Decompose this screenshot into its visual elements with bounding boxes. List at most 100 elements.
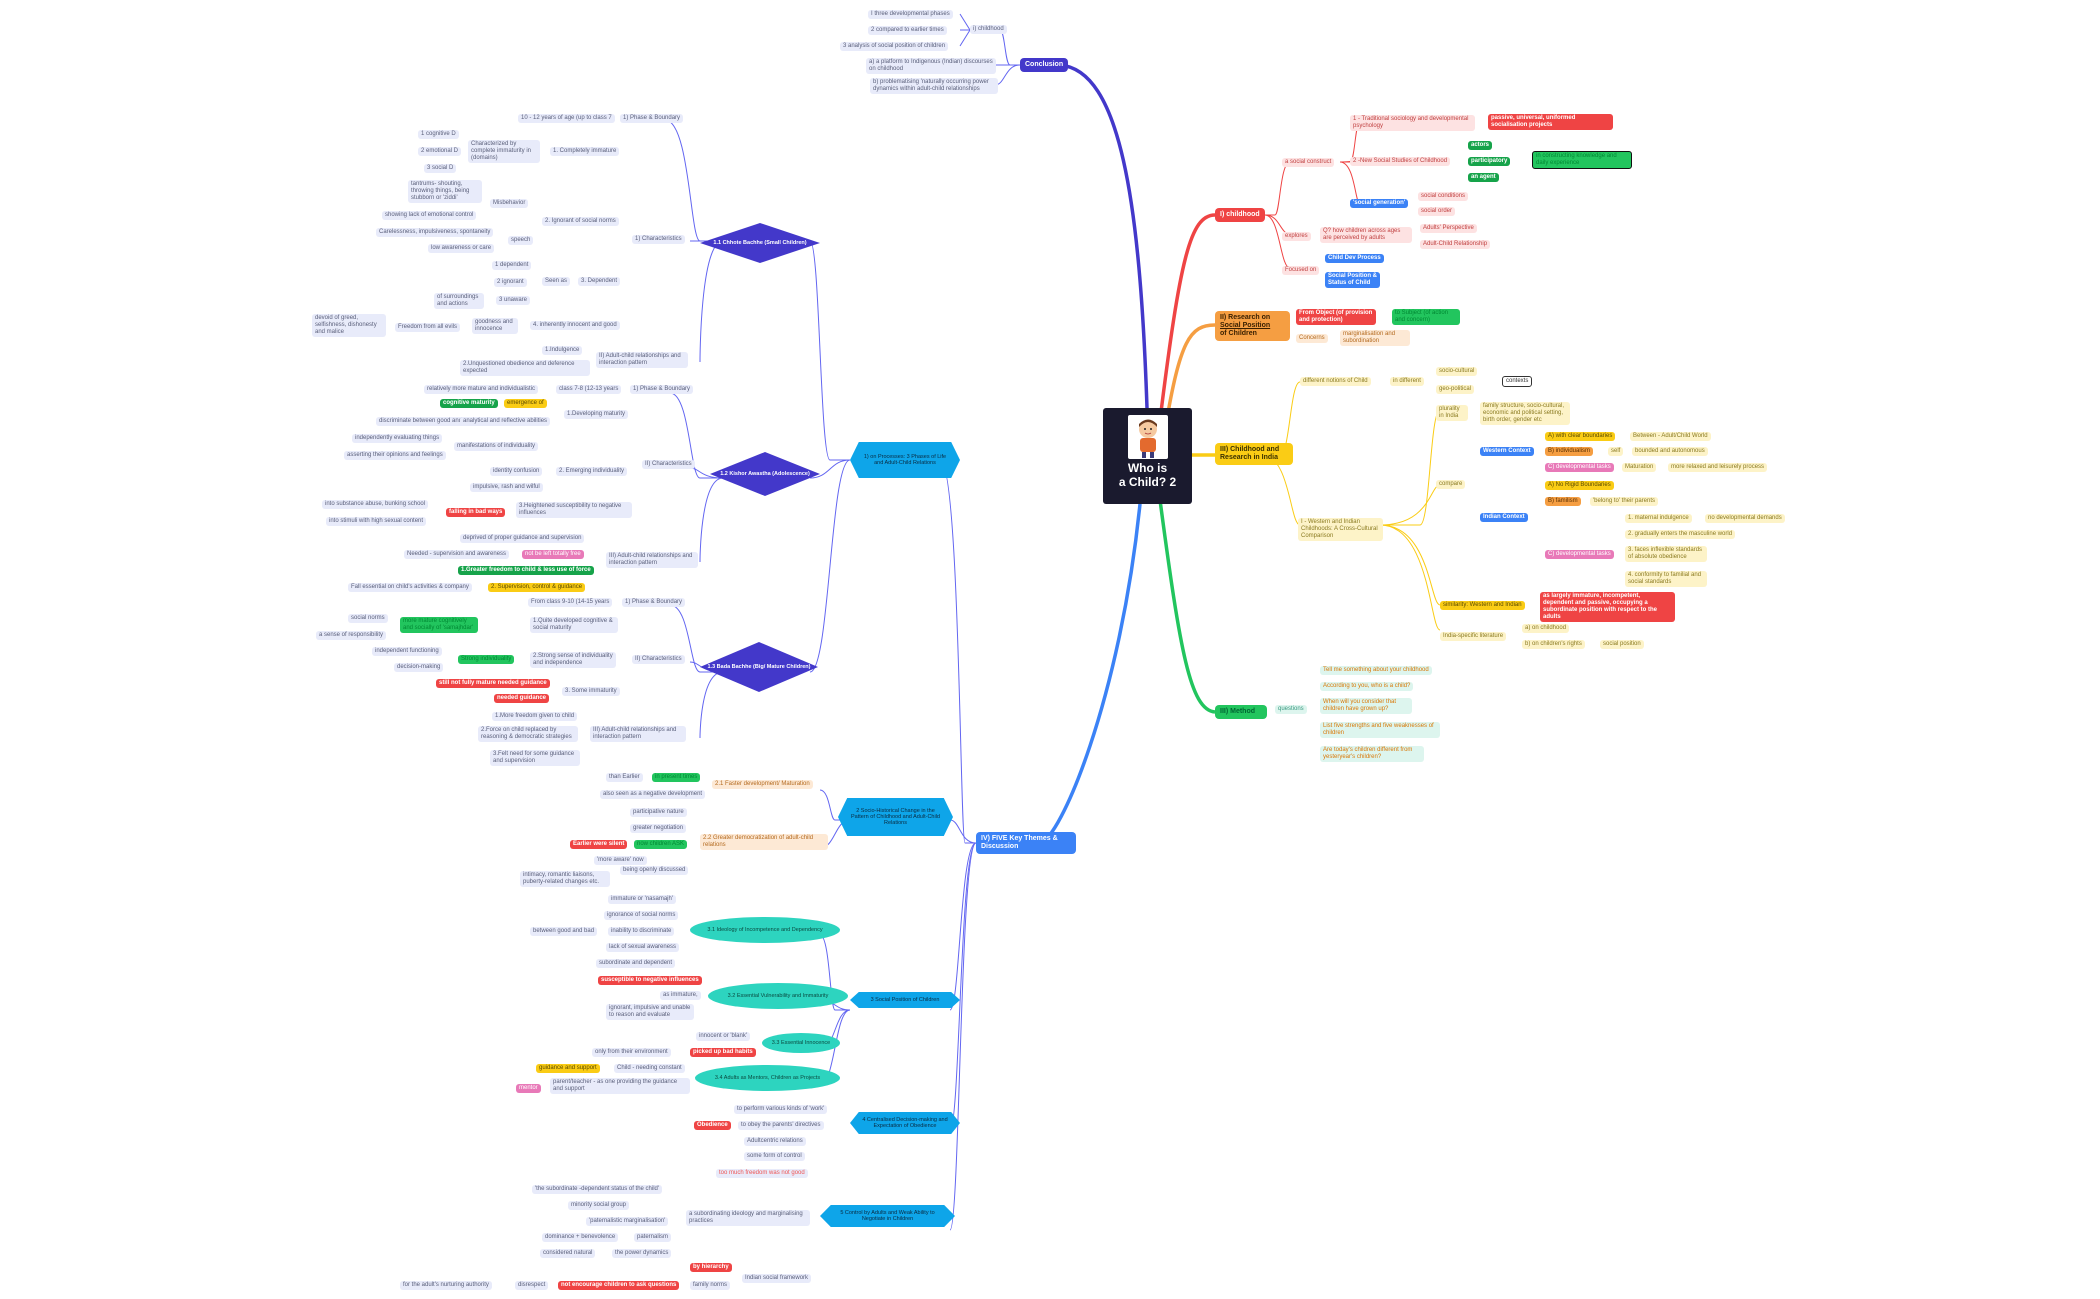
lit-rights[interactable]: b) on children's rights: [1522, 640, 1585, 649]
theme-1[interactable]: 1) on Processes: 3 Phases of Life and Ad…: [850, 442, 960, 478]
innocent-blank[interactable]: innocent or 'blank': [696, 1032, 750, 1041]
conclusion-item-1[interactable]: I three developmental phases: [868, 10, 953, 19]
parent-teacher[interactable]: parent/teacher - as one providing the gu…: [550, 1078, 690, 1094]
western-individualism[interactable]: B) individualism: [1545, 447, 1594, 456]
childhood-node[interactable]: I) childhood: [1215, 208, 1265, 222]
constructing-knowledge[interactable]: in constructing knowledge and daily expe…: [1532, 151, 1632, 169]
dependent[interactable]: 3. Dependent: [578, 277, 621, 286]
lack-sexual-awareness[interactable]: lack of sexual awareness: [606, 943, 680, 952]
quite-developed[interactable]: 1.Quite developed cognitive & social mat…: [530, 617, 618, 633]
emerging-individuality[interactable]: 2. Emerging individuality: [556, 467, 628, 476]
relatively-mature[interactable]: relatively more mature and individualist…: [424, 385, 539, 394]
supervision-control[interactable]: 2. Supervision, control & guidance: [488, 583, 586, 592]
goodness-innocence[interactable]: goodness and innocence: [472, 318, 518, 334]
seen-dependent[interactable]: 1 dependent: [492, 261, 532, 270]
asserting-opinions[interactable]: asserting their opinions and feelings: [344, 451, 446, 460]
now-ask[interactable]: now children ASK: [634, 840, 688, 849]
how-children-perceived[interactable]: Q? how children across ages are perceive…: [1320, 227, 1412, 243]
theme-4[interactable]: 4 Centralised Decision-making and Expect…: [850, 1112, 960, 1134]
emergence-of[interactable]: emergence of: [504, 399, 547, 408]
central-topic[interactable]: Who is a Child? 2: [1103, 408, 1192, 504]
marginalisation[interactable]: marginalisation and subordination: [1340, 330, 1410, 346]
substance-abuse[interactable]: into substance abuse, bunking school: [322, 500, 429, 509]
sense-individuality[interactable]: 2.Strong sense of individuality and inde…: [530, 652, 616, 668]
ignorance-norms[interactable]: ignorance of social norms: [604, 911, 679, 920]
subordinate-status[interactable]: 'the subordinate -dependent status of th…: [532, 1185, 663, 1194]
more-freedom[interactable]: 1.More freedom given to child: [492, 712, 578, 721]
identity-confusion[interactable]: identity confusion: [490, 467, 543, 476]
contexts[interactable]: contexts: [1502, 376, 1533, 387]
theme-3-3[interactable]: 3.3 Essential Innocence: [762, 1033, 840, 1053]
emotional-d[interactable]: 2 emotional D: [418, 147, 462, 156]
social-generation[interactable]: 'social generation': [1350, 199, 1409, 208]
participatory-tag[interactable]: participatory: [1468, 157, 1511, 166]
fall-essential[interactable]: Fall essential on child's activities & c…: [348, 583, 472, 592]
social-conditions[interactable]: social conditions: [1418, 192, 1469, 201]
actors-tag[interactable]: actors: [1468, 141, 1493, 150]
family-structure[interactable]: family structure, socio-cultural, econom…: [1480, 402, 1570, 425]
mentor[interactable]: mentor: [516, 1084, 541, 1093]
paternalism[interactable]: paternalism: [634, 1233, 672, 1242]
questions[interactable]: questions: [1275, 705, 1307, 714]
immature-nasamajh[interactable]: immature or 'nasamajh': [608, 895, 676, 904]
ignorant-impulsive[interactable]: ignorant, impulsive and unable to reason…: [606, 1004, 694, 1020]
western-indian-comparison[interactable]: I - Western and Indian Childhoods: A Cro…: [1298, 518, 1383, 541]
conclusion-node[interactable]: Conclusion: [1020, 58, 1069, 72]
from-object[interactable]: From Object (of provision and protection…: [1296, 309, 1376, 325]
question-1[interactable]: Tell me something about your childhood: [1320, 666, 1432, 675]
compare[interactable]: compare: [1436, 480, 1466, 489]
greater-freedom[interactable]: 1.Greater freedom to child & less use of…: [458, 566, 594, 575]
still-not-mature[interactable]: still not fully mature needed guidance: [436, 679, 550, 688]
by-hierarchy[interactable]: by hierarchy: [690, 1263, 732, 1272]
seen-unaware[interactable]: 3 unaware: [496, 296, 531, 305]
not-encourage-questions[interactable]: not encourage children to ask questions: [558, 1281, 680, 1290]
strong-individuality[interactable]: Strong individuality: [458, 655, 515, 664]
of-surroundings[interactable]: of surroundings and actions: [434, 293, 484, 309]
not-left-free[interactable]: not be left totally free: [522, 550, 584, 559]
intimacy-romantic[interactable]: intimacy, romantic liaisons, puberty-rel…: [520, 871, 610, 887]
social-position-status[interactable]: Social Position & Status of Child: [1325, 272, 1380, 288]
impulsive-rash[interactable]: impulsive, rash and wilful: [470, 483, 543, 492]
felt-need[interactable]: 3.Felt need for some guidance and superv…: [490, 750, 580, 766]
lit-social-position[interactable]: social position: [1600, 640, 1644, 649]
theme-3-1[interactable]: 3.1 Ideology of Incompetence and Depende…: [690, 917, 840, 943]
to-subject[interactable]: to Subject (of action and concern): [1392, 309, 1460, 325]
faster-development[interactable]: 2.1 Faster development/ Maturation: [712, 780, 813, 789]
completely-immature[interactable]: 1. Completely immature: [550, 147, 620, 156]
susceptible-influences[interactable]: susceptible to negative influences: [598, 976, 702, 985]
no-dev-demands[interactable]: no developmental demands: [1705, 514, 1785, 523]
kishor-characteristics[interactable]: II) Characteristics: [642, 460, 695, 469]
traditional-sociology[interactable]: 1 - Traditional sociology and developmen…: [1350, 115, 1475, 131]
paternalistic-marginalisation[interactable]: 'paternalistic marginalisation': [586, 1217, 669, 1226]
conclusion-childhood[interactable]: i) childhood: [970, 25, 1007, 34]
geo-political[interactable]: geo-political: [1436, 385, 1475, 394]
devoid-greed[interactable]: devoid of greed, selfishness, dishonesty…: [312, 314, 386, 337]
western-context[interactable]: Western Context: [1480, 447, 1534, 456]
as-immature[interactable]: as immature,: [660, 991, 701, 1000]
analytical-abilities[interactable]: analytical and reflective abilities: [460, 417, 551, 426]
social-d[interactable]: 3 social D: [424, 164, 457, 173]
lit-childhood[interactable]: a) on childhood: [1522, 624, 1570, 633]
discriminate-good-bad[interactable]: discriminate between good and bad: [376, 417, 477, 426]
masculine-world[interactable]: 2. gradually enters the masculine world: [1625, 530, 1736, 539]
conclusion-item-5[interactable]: b) problematising 'naturally occurring p…: [870, 78, 998, 94]
force-replaced[interactable]: 2.Force on child replaced by reasoning &…: [478, 726, 578, 742]
inability-discriminate[interactable]: inability to discriminate: [608, 927, 675, 936]
misbehavior[interactable]: Misbehavior: [490, 199, 529, 208]
seen-ignorant[interactable]: 2 ignorant: [494, 278, 527, 287]
obedience[interactable]: Obedience: [694, 1121, 731, 1130]
bada-phase[interactable]: 1) Phase & Boundary: [622, 598, 686, 607]
tantrums[interactable]: tantrums- shouting, throwing things, bei…: [408, 180, 482, 203]
present-times[interactable]: in present times: [652, 773, 701, 782]
indian-no-boundaries[interactable]: A) No Rigid Boundaries: [1545, 481, 1614, 490]
lack-emotional-control[interactable]: showing lack of emotional control: [382, 211, 477, 220]
seen-as[interactable]: Seen as: [542, 277, 571, 286]
dominance-benevolence[interactable]: dominance + benevolence: [542, 1233, 619, 1242]
manifestations-individuality[interactable]: manifestations of individuality: [454, 442, 539, 451]
chhote-phase[interactable]: 1) Phase & Boundary: [620, 114, 684, 123]
greater-negotiation[interactable]: greater negotiation: [630, 824, 687, 833]
disrespect[interactable]: disrespect: [515, 1281, 549, 1290]
deprived-guidance[interactable]: deprived of proper guidance and supervis…: [460, 534, 585, 543]
different-notions[interactable]: different notions of Child: [1300, 377, 1371, 386]
perform-work[interactable]: to perform various kinds of 'work': [734, 1105, 828, 1114]
